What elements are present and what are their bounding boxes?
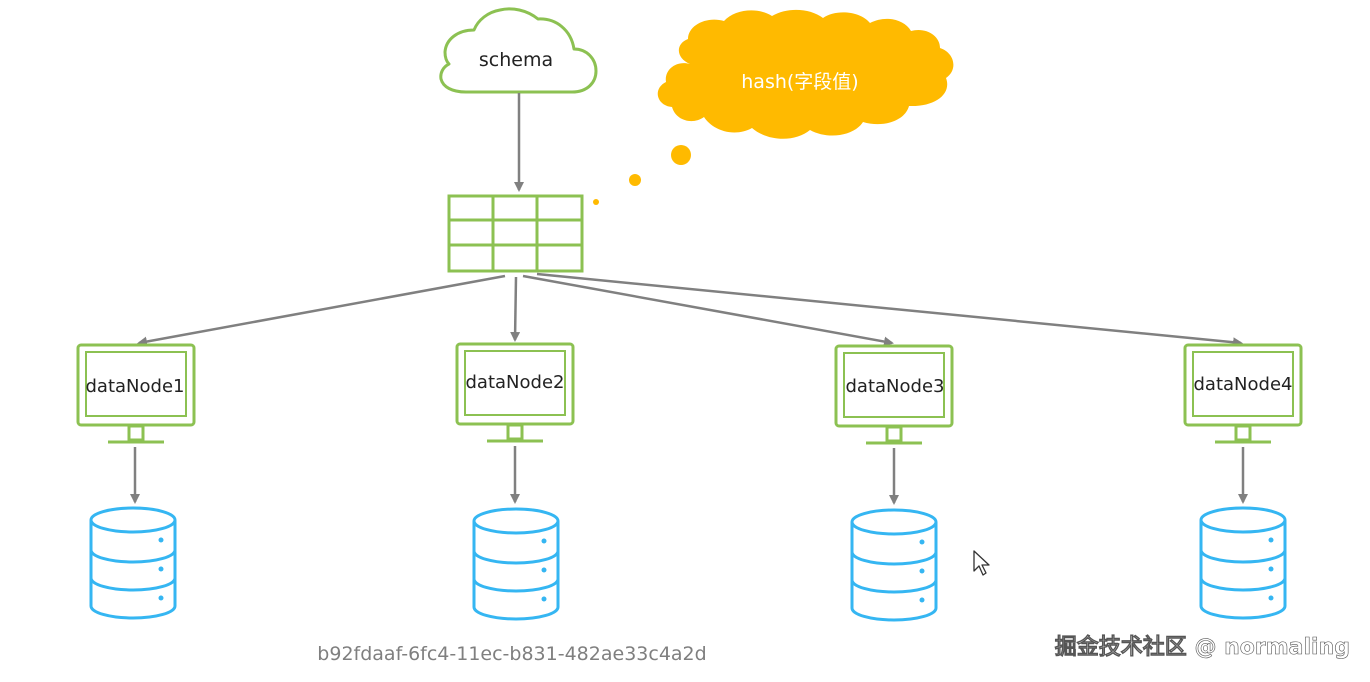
- database-icon: [1199, 506, 1287, 620]
- database-icon: [850, 508, 938, 622]
- monitor-icon: [76, 343, 196, 444]
- database-icon: [472, 507, 560, 621]
- schema-cloud: schema: [439, 7, 598, 94]
- thought-dot-small: [593, 199, 599, 205]
- cloud-icon: [439, 7, 598, 94]
- monitor-icon: [455, 342, 575, 443]
- thought-dot-medium: [629, 174, 641, 186]
- datanode-label: dataNode2: [466, 372, 565, 393]
- hash-label: hash(字段值): [741, 71, 858, 93]
- datanode-4: dataNode4: [1183, 343, 1303, 620]
- arrow-to-datanode3: [522, 274, 894, 347]
- distribution-arrows: [137, 272, 1243, 348]
- arrow-to-datanode1: [137, 274, 506, 347]
- arrow-to-datanode2: [510, 276, 521, 342]
- watermark-text: 掘金技术社区 @ normaling: [1055, 634, 1350, 660]
- datanode-label: dataNode3: [846, 376, 945, 397]
- thought-cloud-shape: [657, 9, 954, 139]
- table-grid-icon: [447, 194, 584, 273]
- datanode-3: dataNode3: [834, 344, 954, 622]
- mouse-cursor-icon: [973, 550, 990, 576]
- database-icon: [89, 506, 177, 620]
- thought-dot-large: [671, 145, 691, 165]
- datanode-2: dataNode2: [455, 342, 575, 621]
- arrow-to-datanode4: [536, 272, 1243, 348]
- datanode-label: dataNode1: [86, 376, 185, 397]
- schema-label: schema: [479, 49, 553, 71]
- monitor-icon: [834, 344, 954, 445]
- uuid-text: b92fdaaf-6fc4-11ec-b831-482ae33c4a2d: [317, 643, 706, 665]
- monitor-icon: [1183, 343, 1303, 444]
- datanode-label: dataNode4: [1194, 374, 1293, 395]
- datanode-1: dataNode1: [76, 343, 196, 620]
- hash-thought-bubble: hash(字段值): [593, 9, 954, 205]
